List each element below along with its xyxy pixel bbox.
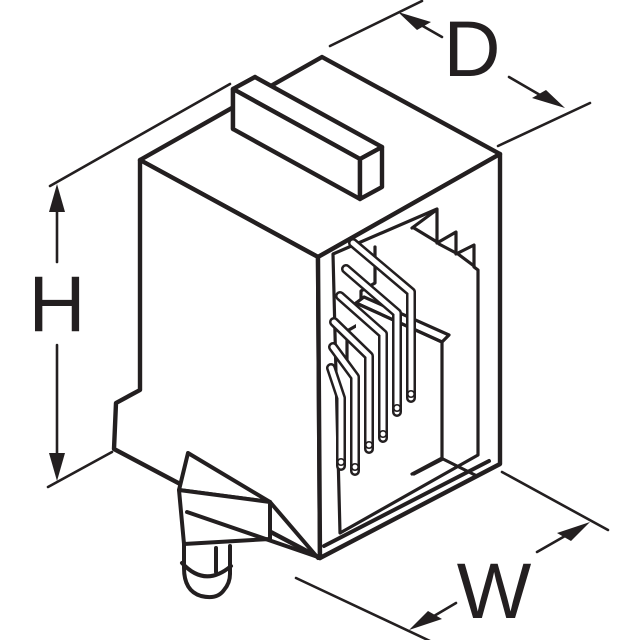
depth-dim-line-left	[419, 23, 444, 39]
depth-extension-line-right	[496, 101, 592, 148]
peg-rim-arc	[180, 561, 233, 579]
body-bottom-lip-line	[322, 459, 491, 548]
pin-tip-holes	[336, 389, 415, 471]
contact-pin-5	[341, 264, 402, 417]
wedge-body-edge-lines	[185, 500, 320, 560]
width-label: W	[457, 546, 532, 635]
contact-pin-1	[326, 363, 346, 471]
depth-arrowhead-upleft	[398, 12, 431, 30]
latch-wedge-and-peg	[177, 451, 320, 600]
height-arrowhead-down	[49, 453, 65, 481]
contact-pins	[326, 238, 416, 476]
contact-pin-4	[335, 291, 388, 443]
peg-outline	[182, 540, 232, 600]
dimension-depth: D	[328, 0, 592, 148]
dimension-height: H	[28, 82, 232, 489]
width-dim-line-right	[535, 534, 567, 554]
depth-extension-line-left	[328, 0, 424, 48]
key-bar-right-end	[357, 144, 385, 202]
height-label: H	[28, 259, 85, 348]
dimension-width: W	[294, 470, 610, 640]
height-arrowhead-up	[49, 184, 65, 212]
contact-pin-3	[329, 317, 374, 454]
width-dim-line-left	[432, 601, 458, 618]
latch-step-teeth	[412, 226, 476, 268]
depth-label: D	[443, 4, 500, 93]
width-arrowhead-downleft	[409, 611, 442, 630]
top-key-bar	[230, 74, 385, 202]
width-extension-line-right	[500, 470, 610, 532]
contact-pin-6	[348, 238, 416, 403]
depth-dim-line-right	[507, 75, 542, 97]
depth-arrowhead-downright	[532, 90, 565, 108]
opening-inner-top-edge	[410, 209, 437, 230]
contact-pin-2	[328, 342, 360, 476]
height-extension-line-bottom	[46, 450, 114, 489]
width-extension-line-left	[294, 576, 431, 640]
height-extension-line-top	[48, 82, 232, 188]
width-arrowhead-upright	[557, 522, 590, 541]
